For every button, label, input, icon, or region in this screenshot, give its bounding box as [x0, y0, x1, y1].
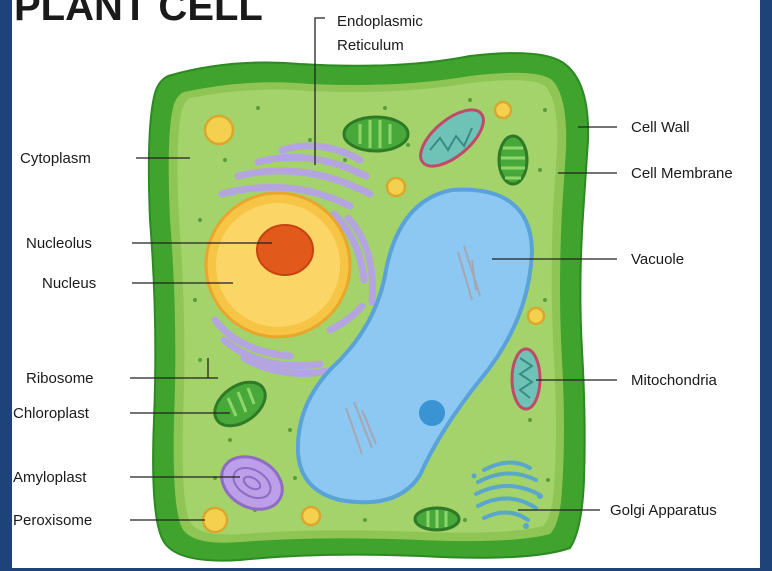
label-nucleolus: Nucleolus	[26, 235, 92, 252]
label-cell-membrane: Cell Membrane	[631, 165, 733, 182]
label-endoplasmic-reticulum-line1: Endoplasmic	[337, 13, 423, 30]
label-cell-wall: Cell Wall	[631, 119, 690, 136]
label-mitochondria: Mitochondria	[631, 372, 718, 389]
label-vacuole: Vacuole	[631, 251, 684, 268]
label-nucleus: Nucleus	[42, 275, 96, 292]
label-cytoplasm: Cytoplasm	[20, 150, 91, 167]
nucleolus	[257, 225, 313, 275]
chloroplast-right	[499, 136, 527, 184]
chloroplast-bottom	[415, 508, 459, 530]
label-ribosome: Ribosome	[26, 370, 94, 387]
label-golgi-apparatus: Golgi Apparatus	[610, 502, 717, 519]
diagram-title: PLANT CELL	[14, 0, 263, 29]
label-amyloplast: Amyloplast	[13, 469, 87, 486]
mitochondrion-right	[512, 349, 540, 409]
label-endoplasmic-reticulum-line2: Reticulum	[337, 37, 404, 54]
vacuole-droplet	[419, 400, 445, 426]
label-chloroplast: Chloroplast	[13, 405, 90, 422]
diagram-frame: PLANT CELL	[12, 0, 760, 568]
label-peroxisome: Peroxisome	[13, 512, 92, 529]
plant-cell-diagram: PLANT CELL	[12, 0, 760, 568]
chloroplast-top	[344, 117, 408, 151]
